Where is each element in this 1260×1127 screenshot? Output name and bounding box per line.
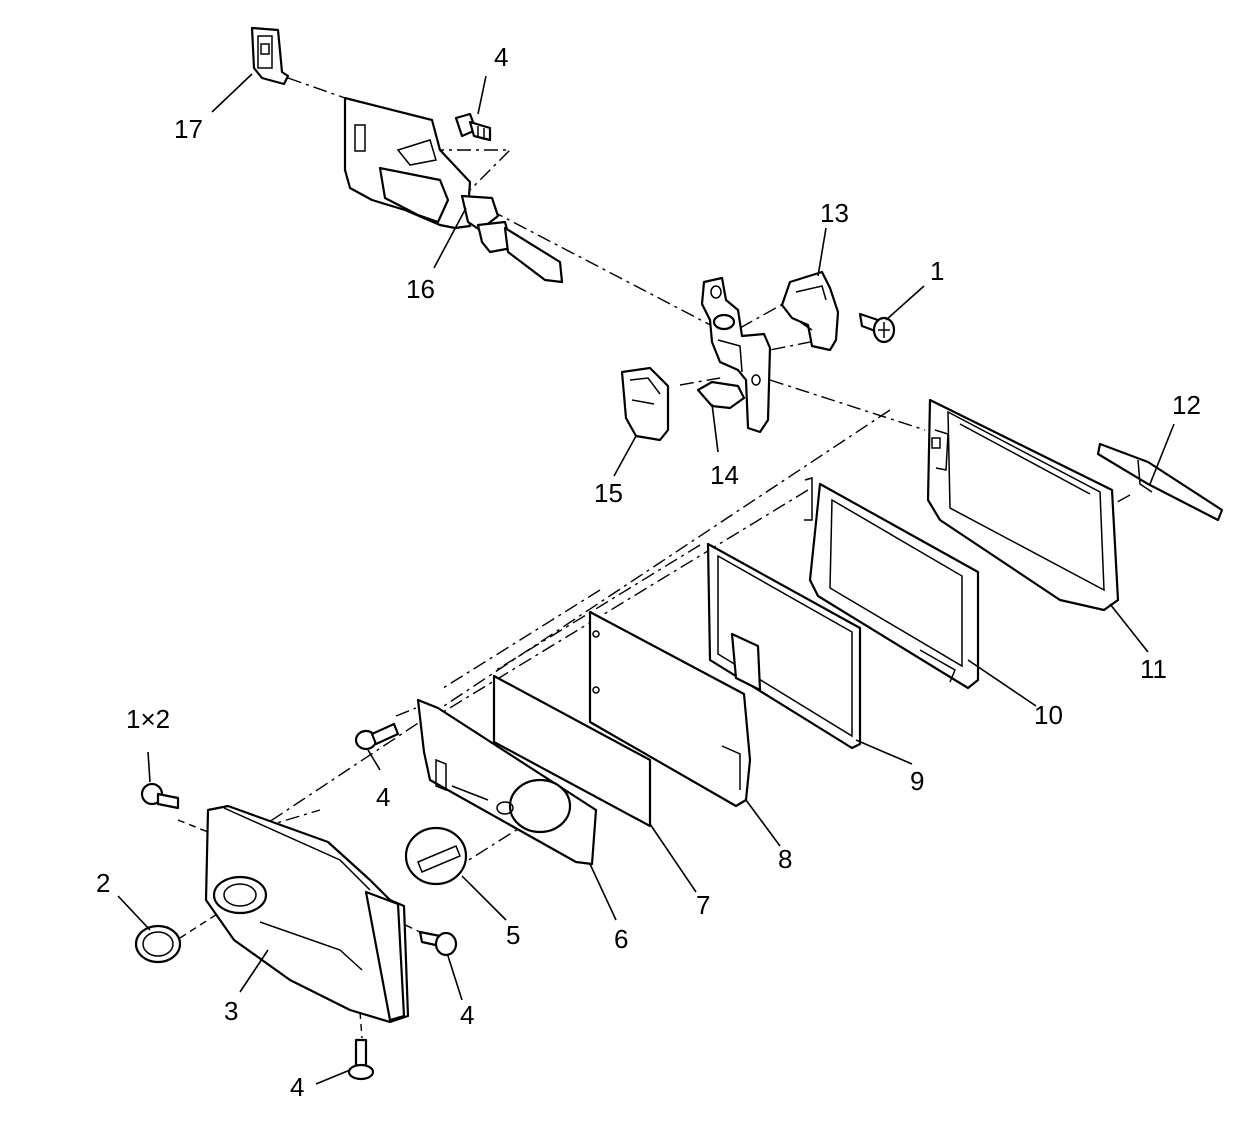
part-15-side-cover: [620, 366, 670, 442]
callout-labels: 17 4 16 13 1 14 15 12 11 10 9 8 7 6 5 4 …: [96, 42, 1201, 1102]
callout-15: 15: [594, 478, 623, 508]
callout-17: 17: [174, 114, 203, 144]
callout-7: 7: [696, 890, 710, 920]
part-9-lcd-panel: [706, 542, 862, 750]
hinge-assembly: [700, 276, 772, 434]
part-1x2-screw: [140, 782, 180, 810]
callout-1x2: 1×2: [126, 704, 170, 734]
callout-11: 11: [1140, 654, 1167, 684]
part-4-screw-bottom: [347, 1038, 375, 1081]
callout-4-top: 4: [494, 42, 508, 72]
callout-12: 12: [1172, 390, 1201, 420]
callout-6: 6: [614, 924, 628, 954]
part-12-strip: [1096, 442, 1224, 522]
part-4-screw-top: [454, 112, 492, 142]
callout-13: 13: [820, 198, 849, 228]
callout-2: 2: [96, 868, 110, 898]
callout-4-case-right: 4: [460, 1000, 474, 1030]
callout-14: 14: [710, 460, 739, 490]
callout-4-mid: 4: [376, 782, 390, 812]
part-4-screw-case-right: [418, 930, 458, 957]
part-3-front-case: [204, 804, 410, 1024]
callout-4-bottom: 4: [290, 1072, 304, 1102]
part-7-sheet: [492, 674, 652, 828]
callout-1: 1: [930, 256, 944, 286]
part-11-frame: [926, 398, 1120, 612]
callout-3: 3: [224, 996, 238, 1026]
callout-16: 16: [406, 274, 435, 304]
part-4-screw-mid: [354, 722, 400, 751]
callout-5: 5: [506, 920, 520, 950]
leader-lines: [117, 73, 1175, 1085]
part-14-cap: [696, 380, 746, 410]
part-13-hinge-cover: [780, 270, 840, 352]
part-17-bracket: [250, 26, 290, 86]
part-10-frame: [804, 477, 980, 690]
callout-8: 8: [778, 844, 792, 874]
callout-10: 10: [1034, 700, 1063, 730]
part-1-screw: [858, 312, 896, 344]
part-6-inner-chassis: [416, 698, 598, 866]
callout-9: 9: [910, 766, 924, 796]
part-2-button: [134, 924, 182, 964]
part-16-plate-assembly: [343, 96, 564, 284]
part-5-disc: [404, 826, 471, 886]
